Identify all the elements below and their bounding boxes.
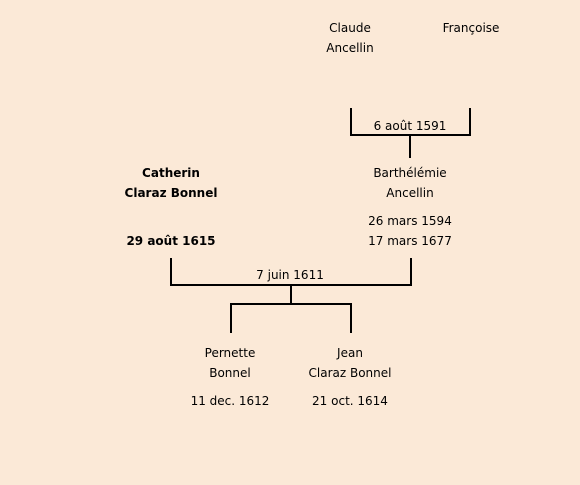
person-birth-date: 11 dec. 1612 [190, 394, 270, 408]
person-jean-claraz-bonnel: Jean Claraz Bonnel 21 oct. 1614 [285, 343, 415, 411]
person-first-name: Françoise [442, 21, 500, 35]
connector-line [230, 303, 232, 333]
marriage-date: 7 juin 1611 [256, 268, 324, 282]
person-last-name: Claraz Bonnel [124, 186, 218, 200]
connector-line [170, 284, 412, 286]
person-first-name: Pernette [204, 346, 256, 360]
person-barthelemie-ancellin: Barthélémie Ancellin 26 mars 1594 17 mar… [345, 163, 475, 251]
person-death-date: 17 mars 1677 [368, 234, 452, 248]
person-first-name: Catherin [142, 166, 200, 180]
connector-line [350, 303, 352, 333]
person-first-name: Claude [329, 21, 371, 35]
person-first-name: Jean [337, 346, 363, 360]
person-pernette-bonnel: Pernette Bonnel 11 dec. 1612 [165, 343, 295, 411]
person-first-name: Barthélémie [373, 166, 447, 180]
connector-line [410, 258, 412, 286]
connector-line [469, 108, 471, 136]
person-last-name: Claraz Bonnel [308, 366, 392, 380]
marriage-date: 6 août 1591 [373, 119, 447, 133]
connector-line [350, 134, 471, 136]
person-birth-date: 21 oct. 1614 [312, 394, 388, 408]
connector-line [170, 258, 172, 286]
person-last-name: Bonnel [209, 366, 251, 380]
person-death-date: 29 août 1615 [126, 234, 216, 248]
person-claude-ancellin: Claude Ancellin [285, 18, 415, 58]
connector-line [409, 136, 411, 158]
connector-line [230, 303, 352, 305]
person-last-name: Ancellin [326, 41, 374, 55]
connector-line [350, 108, 352, 136]
person-birth-date: 26 mars 1594 [368, 214, 452, 228]
connector-line [290, 286, 292, 304]
person-last-name: Ancellin [386, 186, 434, 200]
person-francoise: Françoise [406, 18, 536, 38]
person-catherin-claraz-bonnel: Catherin Claraz Bonnel 29 août 1615 [106, 163, 236, 251]
